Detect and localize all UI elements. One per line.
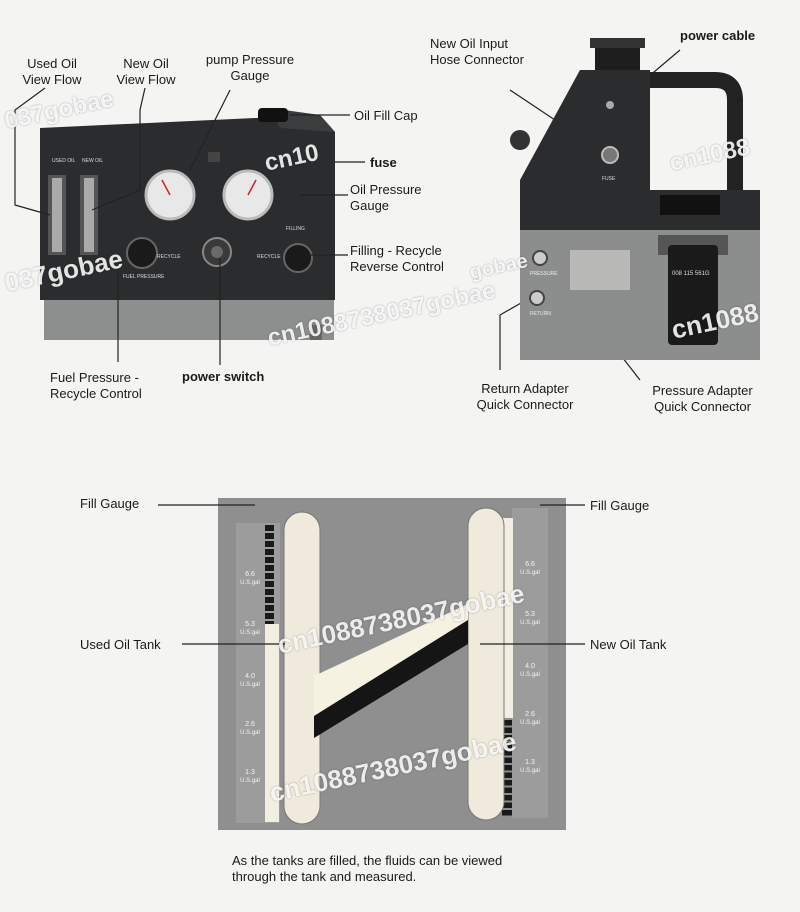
fuse-label: fuse xyxy=(370,155,397,170)
new-oil-input-label: New Oil Input Hose Connector xyxy=(430,36,524,67)
right-machine-photo: FUSE PRESSURE RETURN 008 115 561G xyxy=(510,38,760,360)
pressure-panel-text: PRESSURE xyxy=(530,271,558,277)
oil-fill-cap-icon xyxy=(258,108,288,122)
filling-recycle-knob-icon xyxy=(283,243,313,273)
new-oil-flow-tube-icon xyxy=(80,175,98,255)
recycle-right-panel-text: RECYCLE xyxy=(257,254,281,260)
tank-diagram: 6.6U.S.gal5.3U.S.gal4.0U.S.gal2.6U.S.gal… xyxy=(218,498,566,830)
right-gauge-block xyxy=(502,810,512,816)
gauge-mark-unit: U.S.gal xyxy=(240,682,260,688)
gauge-mark-value: 5.3 xyxy=(525,611,535,618)
right-gauge-block xyxy=(502,735,512,741)
gauge-mark-unit: U.S.gal xyxy=(240,730,260,736)
tank-caption: As the tanks are filled, the fluids can … xyxy=(232,853,503,884)
gauge-mark-value: 1.3 xyxy=(525,759,535,766)
fill-gauge-right-label: Fill Gauge xyxy=(590,498,650,513)
new-oil-tank-label: New Oil Tank xyxy=(590,637,667,652)
pressure-adapter-connector-icon xyxy=(532,250,548,266)
left-gauge-block xyxy=(265,549,274,555)
gauge-mark-unit: U.S.gal xyxy=(520,720,540,726)
fuel-pressure-knob-icon xyxy=(126,237,158,269)
right-fill-gauge-strip xyxy=(512,508,548,818)
used-oil-panel-text: USED OIL xyxy=(52,158,76,164)
fuse-holder-icon xyxy=(208,152,220,162)
left-gauge-fill xyxy=(265,624,279,822)
gauge-mark-value: 5.3 xyxy=(245,621,255,628)
return-adapter-label: Return Adapter Quick Connector xyxy=(476,381,574,412)
filling-recycle-reverse-label: Filling - Recycle Reverse Control xyxy=(350,243,444,274)
gauge-mark-unit: U.S.gal xyxy=(520,768,540,774)
right-gauge-block xyxy=(502,757,512,763)
gauge-mark-value: 2.6 xyxy=(525,711,535,718)
right-gauge-block xyxy=(502,772,512,778)
left-gauge-block xyxy=(265,613,274,619)
oil-filter-icon: 008 115 561G xyxy=(658,235,728,345)
power-cable-label: power cable xyxy=(680,28,756,43)
left-gauge-block xyxy=(265,573,274,579)
side-knob-icon xyxy=(510,130,530,150)
left-gauge-block xyxy=(265,565,274,571)
recycle-left-panel-text: RECYCLE xyxy=(157,254,181,260)
pressure-adapter-label: Pressure Adapter Quick Connector xyxy=(652,383,753,414)
new-oil-input-connector-icon xyxy=(601,146,619,164)
right-gauge-block xyxy=(502,795,512,801)
power-switch-icon xyxy=(202,237,232,267)
used-oil-view-flow-label: Used Oil View Flow xyxy=(22,56,82,87)
right-gauge-block xyxy=(502,720,512,726)
left-gauge-block xyxy=(265,533,274,539)
new-oil-panel-text: NEW OIL xyxy=(82,158,103,164)
oil-fill-cap-label: Oil Fill Cap xyxy=(354,108,418,123)
right-gauge-block xyxy=(502,765,512,771)
right-gauge-block xyxy=(502,750,512,756)
left-gauge-block xyxy=(265,581,274,587)
gauge-mark-value: 4.0 xyxy=(525,663,535,670)
gauge-mark-value: 6.6 xyxy=(525,561,535,568)
oil-pressure-gauge-label: Oil Pressure Gauge xyxy=(350,182,422,213)
fuse-panel-text-right: FUSE xyxy=(602,176,616,182)
fuel-pressure-recycle-label: Fuel Pressure - Recycle Control xyxy=(50,370,142,401)
left-gauge-block xyxy=(265,541,274,547)
right-gauge-block xyxy=(502,727,512,733)
gauge-mark-unit: U.S.gal xyxy=(520,570,540,576)
left-gauge-block xyxy=(265,557,274,563)
used-oil-tank-tube xyxy=(283,511,321,825)
gauge-mark-unit: U.S.gal xyxy=(240,580,260,586)
new-oil-tank-tube xyxy=(467,507,505,821)
left-machine-photo: USED OIL NEW OIL RECYCLE FUEL PRESSURE F… xyxy=(40,108,335,340)
left-gauge-block xyxy=(265,605,274,611)
gauge-mark-unit: U.S.gal xyxy=(240,630,260,636)
filling-panel-text: FILLING xyxy=(286,226,305,232)
left-gauge-block xyxy=(265,597,274,603)
gauge-mark-unit: U.S.gal xyxy=(520,672,540,678)
gauge-mark-value: 4.0 xyxy=(245,673,255,680)
filter-part-text: 008 115 561G xyxy=(672,271,710,277)
right-gauge-block xyxy=(502,787,512,793)
gauge-mark-value: 6.6 xyxy=(245,571,255,578)
left-gauge-block xyxy=(265,589,274,595)
pump-pressure-gauge-label: pump Pressure Gauge xyxy=(205,52,295,83)
return-adapter-connector-icon xyxy=(529,290,545,306)
power-switch-label: power switch xyxy=(182,369,265,384)
gauge-mark-value: 2.6 xyxy=(245,721,255,728)
gauge-mark-unit: U.S.gal xyxy=(240,778,260,784)
right-gauge-block xyxy=(502,742,512,748)
right-gauge-block xyxy=(502,802,512,808)
used-oil-flow-tube-icon xyxy=(48,175,66,255)
used-oil-tank-label: Used Oil Tank xyxy=(80,637,161,652)
left-gauge-block xyxy=(265,525,274,531)
gauge-mark-unit: U.S.gal xyxy=(520,620,540,626)
fill-gauge-left-label: Fill Gauge xyxy=(80,496,140,511)
new-oil-view-flow-label: New Oil View Flow xyxy=(116,56,176,87)
gauge-mark-value: 1.3 xyxy=(245,769,255,776)
pump-pressure-gauge-icon xyxy=(144,169,196,221)
return-panel-text: RETURN xyxy=(530,311,551,317)
right-gauge-block xyxy=(502,780,512,786)
oil-pressure-gauge-icon xyxy=(222,169,274,221)
fuel-pressure-panel-text: FUEL PRESSURE xyxy=(123,274,165,280)
